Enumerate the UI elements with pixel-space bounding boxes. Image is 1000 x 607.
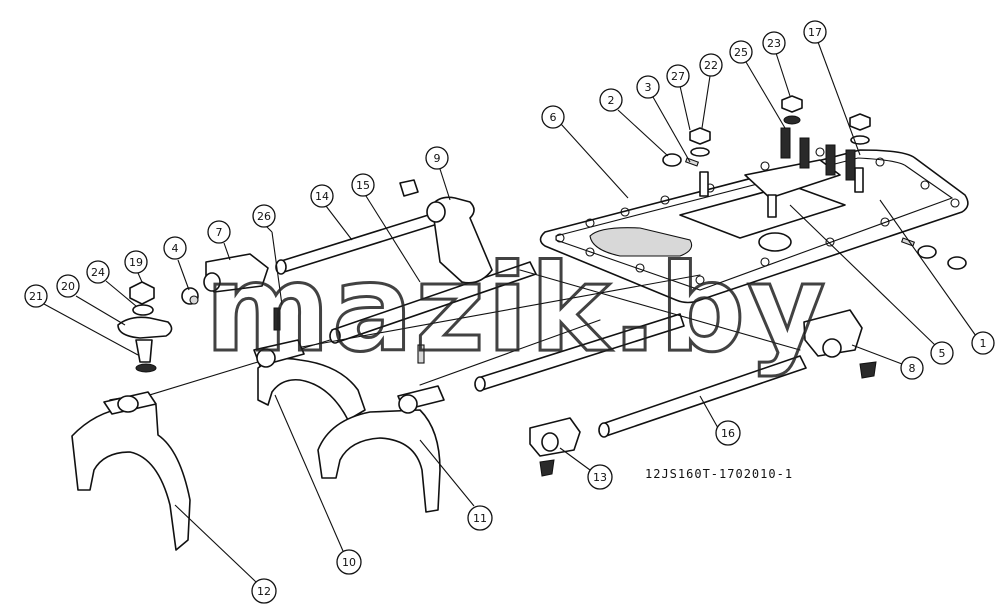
nut-19 (129, 281, 155, 305)
callout-12: 12 (174, 504, 277, 604)
gearbox-cover-plate (539, 127, 969, 304)
svg-text:24: 24 (91, 266, 105, 279)
callout-25: 25 (729, 40, 786, 129)
svg-text:9: 9 (434, 152, 441, 165)
svg-text:13: 13 (593, 471, 607, 484)
callout-20: 20 (56, 274, 126, 326)
callout-24: 24 (86, 260, 137, 307)
svg-text:2: 2 (608, 94, 615, 107)
shift-block-7 (203, 253, 269, 293)
callout-11: 11 (419, 439, 493, 531)
svg-text:7: 7 (216, 226, 223, 239)
shift-fork-10 (253, 339, 366, 421)
nut-23 (781, 95, 803, 125)
washer-2 (662, 153, 682, 167)
shift-fork-12 (71, 391, 191, 551)
svg-text:10: 10 (342, 556, 356, 569)
drawing-code: 12JS160T-1702010-1 (645, 467, 793, 481)
callout-13: 13 (559, 447, 613, 490)
shift-fork-11 (317, 385, 445, 513)
nut-17 (849, 113, 871, 145)
svg-text:16: 16 (721, 427, 735, 440)
callout-17: 17 (803, 20, 861, 156)
svg-text:25: 25 (734, 46, 748, 59)
callout-21: 21 (24, 284, 139, 356)
svg-text:1: 1 (980, 337, 987, 350)
callout-3: 3 (636, 75, 691, 163)
callout-23: 23 (762, 31, 791, 97)
shift-block-8 (803, 309, 877, 379)
svg-text:23: 23 (767, 37, 781, 50)
shift-rail-16 (598, 355, 807, 438)
pin-3 (684, 157, 700, 167)
svg-text:3: 3 (645, 81, 652, 94)
washer-24 (132, 304, 154, 316)
callout-1: 1 (879, 199, 995, 355)
callout-16: 16 (699, 395, 741, 446)
svg-text:15: 15 (356, 179, 370, 192)
callout-5: 5 (789, 204, 954, 365)
svg-text:27: 27 (671, 70, 685, 83)
svg-text:17: 17 (808, 26, 822, 39)
callout-26: 26 (252, 204, 276, 233)
svg-text:4: 4 (172, 242, 179, 255)
bolt-21 (135, 339, 157, 373)
nut-22 (689, 127, 711, 157)
watermark-text: mazik.by (205, 240, 828, 379)
detent-4 (181, 287, 199, 305)
o-rings (900, 237, 967, 270)
svg-text:20: 20 (61, 280, 75, 293)
callout-4: 4 (163, 236, 190, 291)
svg-text:19: 19 (129, 256, 143, 269)
callout-27: 27 (666, 64, 691, 131)
svg-text:6: 6 (550, 111, 557, 124)
callout-2: 2 (599, 88, 669, 157)
svg-text:5: 5 (939, 347, 946, 360)
callout-8: 8 (851, 344, 924, 380)
pin-26 (271, 231, 425, 364)
callout-19: 19 (124, 250, 148, 283)
svg-text:21: 21 (29, 290, 43, 303)
callout-15: 15 (351, 173, 421, 283)
callout-10: 10 (274, 394, 362, 575)
svg-text:14: 14 (315, 190, 329, 203)
svg-text:22: 22 (704, 59, 718, 72)
callout-22: 22 (699, 53, 723, 129)
callout-7: 7 (207, 220, 231, 261)
callout-9: 9 (425, 146, 451, 201)
svg-text:8: 8 (909, 362, 916, 375)
svg-text:11: 11 (473, 512, 487, 525)
shift-rail-middle (474, 313, 685, 392)
callout-6: 6 (541, 105, 629, 199)
callout-14: 14 (310, 184, 353, 241)
svg-text:26: 26 (257, 210, 271, 223)
svg-text:12: 12 (257, 585, 271, 598)
lock-plate-20 (117, 316, 173, 339)
shift-block-13 (529, 417, 581, 477)
shift-lever-bracket-9 (399, 179, 493, 284)
